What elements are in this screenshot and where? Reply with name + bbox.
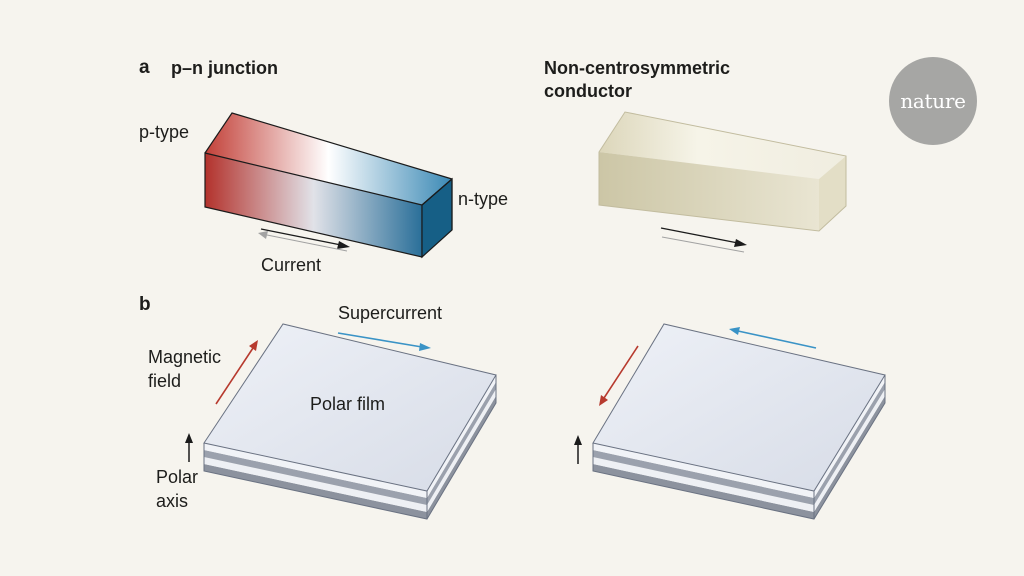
magnetic-field-arrow-left [215, 340, 258, 405]
nature-logo-text: nature [900, 89, 966, 113]
panel-b-letter: b [139, 294, 151, 315]
conductor-block [598, 111, 847, 232]
conductor-title-line1: Non-centrosymmetric [544, 58, 731, 78]
n-type-label: n-type [458, 189, 509, 209]
supercurrent-arrow-left [337, 332, 431, 351]
polar-axis-label-line2: axis [156, 491, 189, 511]
polar-film-left [203, 323, 497, 520]
conductor-current-arrows [660, 227, 747, 253]
magnetic-field-label-line1: Magnetic [148, 347, 222, 367]
polar-axis-arrow-right [574, 435, 582, 464]
polar-film-right [592, 323, 886, 520]
magnetic-field-label-line2: field [148, 371, 182, 391]
supercurrent-label: Supercurrent [338, 303, 443, 323]
pn-current-arrows [258, 228, 350, 252]
current-label: Current [261, 255, 322, 275]
panel-a-letter: a [139, 57, 150, 78]
nature-logo: nature [889, 57, 977, 145]
pn-block-top-face [205, 113, 452, 205]
pn-junction-title: p–n junction [171, 58, 278, 78]
supercurrent-arrow-right [729, 327, 817, 349]
magnetic-field-arrow-right [599, 345, 639, 406]
p-type-label: p-type [139, 122, 190, 142]
conductor-title-line2: conductor [544, 81, 632, 101]
polar-film-label: Polar film [310, 394, 386, 414]
pn-junction-block [204, 112, 453, 259]
conductor-block-top-face [599, 112, 846, 179]
polar-axis-label-line1: Polar [156, 467, 199, 487]
polar-axis-arrow-left [185, 433, 193, 462]
